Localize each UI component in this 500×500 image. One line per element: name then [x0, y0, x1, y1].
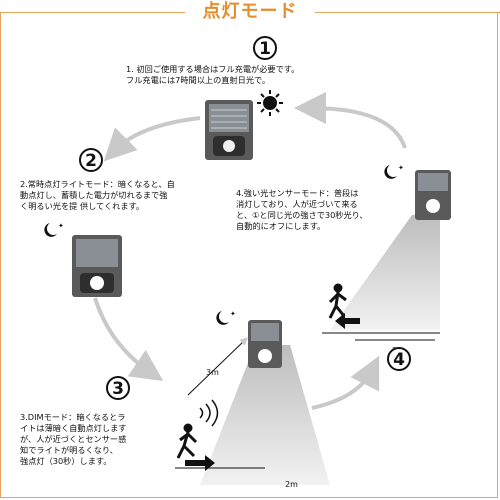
dimension-2m-3: 2m [285, 480, 298, 489]
solar-light-4 [415, 170, 451, 220]
sensor-wave-icon [199, 399, 219, 427]
distance-line-3m [187, 337, 248, 396]
cycle-arrow-3-4 [311, 355, 380, 410]
step-1-text: 1. 初回ご使用する場合はフル充電が必要です。 フル充電には7時間以上の直射日光… [126, 64, 299, 86]
cycle-arrow-1-2 [103, 116, 201, 162]
moon-icon-3: ✦ [216, 310, 236, 325]
svg-text:✦: ✦ [230, 310, 236, 318]
walking-person-icon-4 [328, 283, 347, 319]
step-1-line: フル充電には7時間以上の直射日光で。 [126, 75, 271, 85]
light-beam-4 [330, 215, 440, 330]
step-1-line: 1. 初回ご使用する場合はフル充電が必要です。 [126, 64, 300, 74]
sun-icon [257, 90, 283, 116]
step-3-line: が、人が近づくとセンサー感 [20, 434, 127, 444]
step-4-text: 4.強い光センサーモード：普段は 消灯しており、人が近づいて来る と、①と同じ光… [236, 188, 368, 232]
step-4-line: と、①と同じ光の強さで30秒光り、 [236, 210, 368, 220]
dimension-3m: 3m [206, 368, 219, 377]
walk-arrow-3 [185, 455, 215, 471]
step-3-line: 3.DIMモード：暗くなるとラ [20, 412, 126, 422]
title-band: 点灯モード [0, 0, 500, 26]
step-number-2: 2 [79, 148, 103, 172]
title-rule-left [0, 12, 185, 13]
light-beam-3 [200, 345, 330, 485]
moon-icon-4: ✦ [384, 164, 404, 179]
solar-light-1 [205, 100, 253, 160]
step-3-line: 知でライトが明るくなり、 [20, 445, 118, 455]
title-rule-right [315, 12, 500, 13]
walking-person-icon-3 [176, 423, 198, 459]
step-4-line: 4.強い光センサーモード：普段は [236, 188, 359, 198]
step-number-3: 3 [106, 376, 130, 400]
step-number-4: 4 [387, 347, 411, 371]
walk-arrow-4 [335, 313, 360, 329]
step-3-text: 3.DIMモード：暗くなるとラ イトは薄暗く自動点灯します が、人が近づくとセン… [20, 412, 126, 467]
step-3-line: イトは薄暗く自動点灯します [20, 423, 127, 433]
moon-icon-2: ✦ [44, 222, 64, 237]
step-4-line: 消灯しており、人が近づいて来る [236, 199, 358, 209]
step-number-1: 1 [253, 36, 277, 60]
solar-light-3 [248, 320, 282, 368]
step-2-line: く明るい光を提 供してくれます。 [20, 201, 145, 211]
svg-text:✦: ✦ [58, 222, 64, 230]
step-4-line: 自動的にオフにします。 [236, 221, 326, 231]
svg-text:✦: ✦ [398, 164, 404, 172]
cycle-arrow-2-3 [93, 297, 164, 381]
step-3-line: 強点灯（30秒）します。 [20, 456, 112, 466]
solar-light-2 [72, 235, 122, 297]
step-2-text: 2.常時点灯ライトモード：暗くなると、自 動点灯し、蓄積した電力が切れるまで強 … [20, 179, 175, 212]
cycle-arrow-4-1 [294, 92, 407, 149]
page-title: 点灯モード [185, 0, 315, 26]
step-2-line: 2.常時点灯ライトモード：暗くなると、自 [20, 179, 175, 189]
step-2-line: 動点灯し、蓄積した電力が切れるまで強 [20, 190, 168, 200]
